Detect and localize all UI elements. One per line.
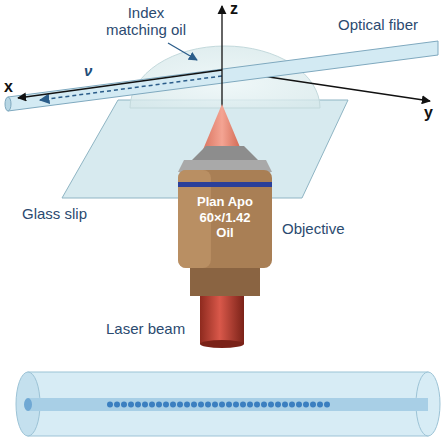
grating-dot — [114, 402, 120, 408]
velocity-symbol: ν — [84, 62, 92, 79]
laser-beam-end — [200, 340, 244, 348]
grating-dot — [191, 402, 197, 408]
z-axis — [221, 6, 222, 112]
fiber-core — [28, 398, 428, 411]
write-direction — [40, 76, 222, 100]
axis-label: y — [424, 104, 433, 122]
grating-dot — [163, 402, 169, 408]
grating-dot — [177, 402, 183, 408]
callout-label: Laser beam — [106, 320, 185, 337]
objective-base — [190, 268, 260, 296]
grating-dot — [170, 402, 176, 408]
axis-label: x — [4, 78, 13, 96]
grating-dot — [233, 402, 239, 408]
grating-dot — [289, 402, 295, 408]
grating-dot — [247, 402, 253, 408]
grating-dot — [310, 402, 316, 408]
grating-dot — [205, 402, 211, 408]
grating-dot — [240, 402, 246, 408]
grating-dot — [275, 402, 281, 408]
grating-dot — [254, 402, 260, 408]
grating-dot — [121, 402, 127, 408]
grating-dot — [107, 402, 113, 408]
grating-dot — [184, 402, 190, 408]
grating-dot — [268, 402, 274, 408]
grating-dot — [303, 402, 309, 408]
axis-label: z — [230, 0, 238, 18]
callout-label: Optical fiber — [338, 16, 418, 33]
grating-dot — [142, 402, 148, 408]
callout-label: Index matching oil — [98, 4, 194, 39]
objective-body: Plan Apo 60×/1.42 Oil — [178, 146, 272, 296]
grating-dot — [317, 402, 323, 408]
fiber-cladding — [28, 372, 428, 436]
grating-dot — [324, 402, 330, 408]
grating-dot — [261, 402, 267, 408]
callout-label: Glass slip — [22, 205, 87, 222]
grating-dot — [149, 402, 155, 408]
grating-dot — [219, 402, 225, 408]
grating-dot — [135, 402, 141, 408]
laser-focus — [202, 104, 242, 152]
fiber-grating — [107, 402, 330, 408]
objective-tip — [192, 146, 258, 160]
grating-dot — [226, 402, 232, 408]
grating-dot — [212, 402, 218, 408]
grating-dot — [198, 402, 204, 408]
grating-dot — [156, 402, 162, 408]
core-end — [24, 398, 32, 411]
grating-dot — [296, 402, 302, 408]
objective-housing — [178, 170, 272, 268]
grating-dot — [128, 402, 134, 408]
glass-slip — [62, 100, 348, 198]
x-axis — [18, 70, 222, 98]
laser-beam — [200, 288, 244, 344]
leader-arrow — [168, 43, 197, 60]
fiber-end — [5, 97, 11, 111]
objective-band — [178, 182, 272, 187]
callout-label: Objective — [282, 220, 345, 237]
grating-dot — [282, 402, 288, 408]
optical-fiber — [8, 41, 438, 111]
lens-marking: Plan Apo 60×/1.42 Oil — [192, 194, 258, 241]
